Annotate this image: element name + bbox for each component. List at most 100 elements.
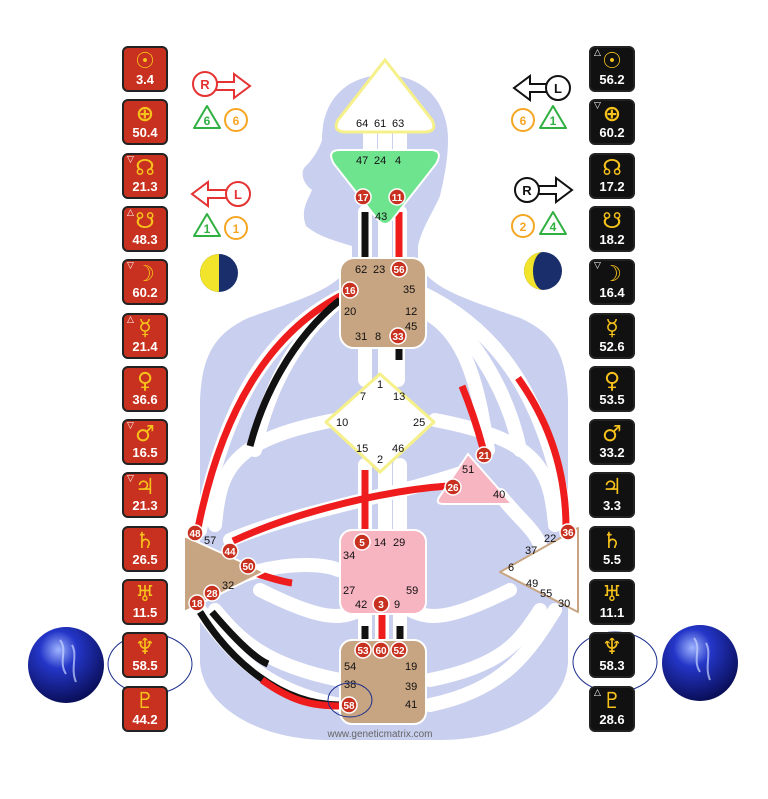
personality-moon-tile[interactable]: ▽☽60.2 [122, 259, 168, 306]
active-gate-label: 48 [189, 529, 201, 540]
design-south-node-tile[interactable]: ☋18.2 [589, 205, 635, 252]
gate-label: 25 [413, 417, 425, 429]
active-gate-label: 11 [392, 193, 403, 204]
active-gate-58: 58 [340, 696, 358, 714]
active-gate-label: 21 [478, 451, 490, 462]
earth-icon: ⊕ [602, 102, 622, 128]
personality-uranus-tile[interactable]: ♅11.5 [122, 579, 168, 625]
personality-jupiter-tile[interactable]: ▽♃21.3 [122, 472, 168, 519]
direction-mark: ▽ [594, 101, 601, 112]
personality-sun-tile[interactable]: ☉3.4 [122, 46, 168, 92]
gate-label: 40 [493, 489, 505, 501]
svg-text:R: R [522, 183, 532, 198]
gate-label: 59 [406, 585, 418, 597]
planet-value: 21.3 [132, 178, 158, 194]
north-node-icon: ☊ [135, 155, 155, 181]
personality-mercury-tile[interactable]: △ ☿21.4 [122, 312, 168, 359]
planet-value: 21.4 [132, 338, 158, 354]
g-center [324, 372, 436, 474]
gate-label: 15 [356, 443, 368, 455]
ajna-center [330, 149, 440, 225]
svg-text:4: 4 [550, 220, 557, 234]
south-node-icon: ☋ [135, 208, 155, 234]
direction-mark: ▽ [127, 474, 134, 485]
direction-mark: △ [127, 314, 134, 325]
active-gate-label: 44 [224, 547, 236, 558]
active-gate-label: 60 [375, 646, 387, 657]
gate-label: 42 [355, 599, 367, 611]
design-neptune-tile[interactable]: ♆58.3 [589, 632, 635, 679]
planet-value: 48.3 [132, 231, 158, 247]
personality-pluto-tile[interactable]: ♇44.2 [122, 685, 168, 732]
gate-label: 57 [204, 535, 216, 547]
active-gate-5: 5 [353, 533, 371, 551]
gate-label: 10 [336, 417, 348, 429]
svg-text:1: 1 [204, 222, 211, 236]
gate-label: 51 [462, 464, 474, 476]
planet-value: 5.5 [602, 551, 622, 567]
gate-label: 63 [392, 118, 404, 130]
gate-label: 55 [540, 588, 552, 600]
personality-mars-tile[interactable]: ▽♂16.5 [122, 419, 168, 466]
gate-label: 24 [374, 155, 386, 167]
gate-label: 64 [356, 118, 368, 130]
active-gate-label: 3 [378, 600, 384, 611]
direction-mark: ▽ [127, 261, 134, 272]
variable-right-top: L 6 1 [511, 74, 571, 132]
neptune-icon: ♆ [602, 635, 622, 661]
gate-label: 32 [222, 580, 234, 592]
gate-label: 34 [343, 550, 355, 562]
design-sun-tile[interactable]: △☉56.2 [589, 46, 635, 92]
gate-label: 45 [405, 321, 417, 333]
personality-saturn-tile[interactable]: ♄26.5 [122, 525, 168, 572]
mercury-icon: ☿ [138, 315, 152, 341]
svg-text:L: L [234, 187, 242, 202]
personality-earth-tile[interactable]: ⊕50.4 [122, 99, 168, 146]
north-node-icon: ☊ [602, 155, 622, 181]
planet-value: 11.1 [599, 605, 625, 620]
design-earth-tile[interactable]: ▽⊕60.2 [589, 99, 635, 146]
personality-neptune-tile[interactable]: ♆58.5 [122, 632, 168, 679]
active-gate-label: 28 [206, 589, 218, 600]
active-gate-label: 18 [191, 599, 203, 610]
active-gate-52: 52 [390, 641, 408, 659]
gate-label: 35 [403, 284, 415, 296]
neptune-orb-right [662, 625, 738, 701]
personality-south-node-tile[interactable]: △☋48.3 [122, 205, 168, 252]
design-uranus-tile[interactable]: ♅11.1 [589, 579, 635, 625]
personality-north-node-tile[interactable]: ▽☊21.3 [122, 152, 168, 199]
design-moon-tile[interactable]: ▽☽16.4 [589, 259, 635, 306]
svg-text:2: 2 [520, 220, 527, 234]
mercury-icon: ☿ [605, 315, 619, 341]
gate-label: 12 [405, 306, 417, 318]
active-gate-label: 26 [447, 483, 459, 494]
planet-value: 50.4 [132, 125, 158, 141]
venus-icon: ♀ [136, 368, 154, 394]
gate-label: 54 [344, 661, 356, 673]
design-mars-tile[interactable]: ♂33.2 [589, 419, 635, 466]
gate-label: 9 [394, 599, 400, 611]
direction-mark: ▽ [594, 261, 601, 272]
active-gate-3: 3 [372, 595, 390, 613]
variable-left-mid: L 1 1 [190, 180, 251, 240]
arrow-letter: R [200, 77, 210, 92]
active-gate-18: 18 [188, 594, 206, 612]
planet-value: 52.6 [599, 338, 625, 354]
design-mercury-tile[interactable]: ☿52.6 [589, 312, 635, 359]
design-north-node-tile[interactable]: ☊17.2 [589, 152, 635, 199]
design-jupiter-tile[interactable]: ♃3.3 [589, 472, 635, 519]
active-gate-36: 36 [559, 523, 577, 541]
personality-venus-tile[interactable]: ♀36.6 [122, 365, 168, 412]
gate-label: 4 [395, 155, 401, 167]
root-center [339, 639, 427, 725]
gate-label: 23 [373, 264, 385, 276]
active-gate-53: 53 [354, 641, 372, 659]
design-venus-tile[interactable]: ♀53.5 [589, 365, 635, 412]
uranus-icon: ♅ [135, 582, 155, 607]
gate-label: 7 [360, 391, 366, 403]
gate-label: 30 [558, 598, 570, 610]
svg-text:6: 6 [520, 114, 527, 128]
gate-label: 37 [525, 545, 537, 557]
design-saturn-tile[interactable]: ♄5.5 [589, 525, 635, 572]
design-pluto-tile[interactable]: △♇28.6 [589, 685, 635, 732]
